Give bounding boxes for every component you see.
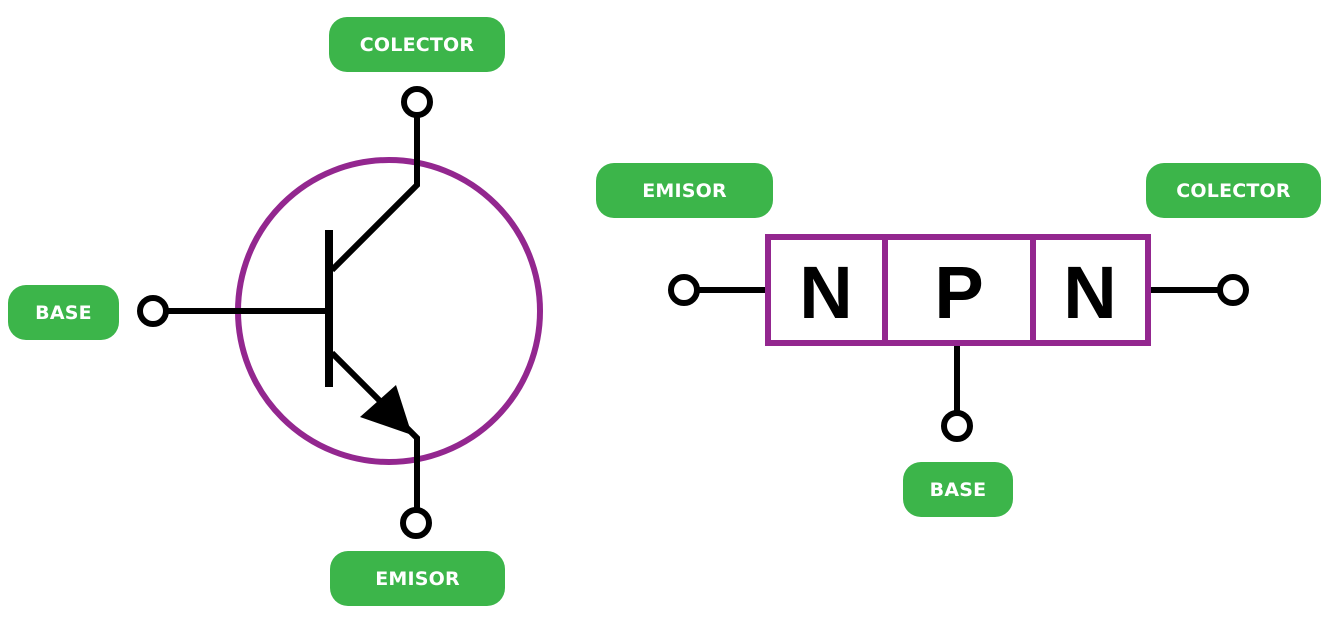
symbol-collector-label: COLECTOR [329,17,505,72]
region-p-base-letter: P [934,251,983,334]
region-n-emitter-letter: N [799,251,852,334]
junction-base-terminal [941,410,973,442]
npn-junction-block: N P N [668,234,1249,442]
collector-terminal [401,86,433,118]
junction-base-label: BASE [903,462,1013,517]
region-p-base-box [882,234,1036,346]
junction-collector-terminal [1217,274,1249,306]
junction-collector-label: COLECTOR [1146,163,1321,218]
collector-wire [329,115,420,273]
emitter-terminal [400,507,432,539]
region-n-collector-letter: N [1063,251,1116,334]
symbol-base-label: BASE [8,285,119,340]
emitter-arrow-icon [360,385,412,435]
junction-emitter-terminal [668,274,700,306]
junction-emitter-label: EMISOR [596,163,773,218]
emitter-wire [329,350,420,510]
region-n-emitter-box [765,234,888,346]
transistor-symbol [137,86,543,539]
symbol-emitter-label: EMISOR [330,551,505,606]
region-n-collector-box [1030,234,1151,346]
base-terminal [137,295,169,327]
